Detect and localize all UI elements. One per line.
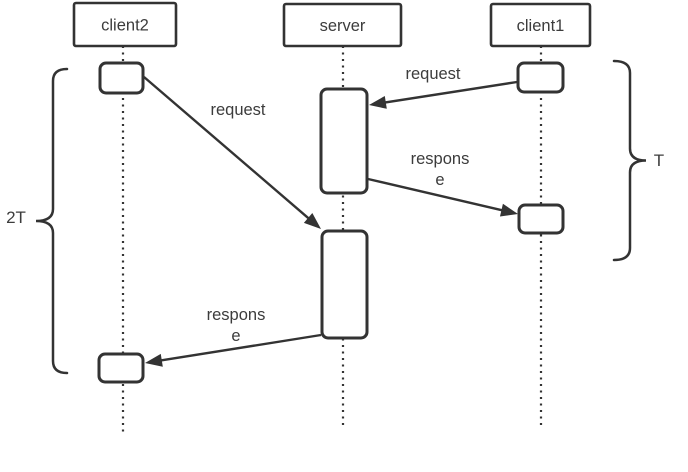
activation-box-client1 <box>516 61 565 94</box>
actor-box-client2 <box>72 1 178 48</box>
right-brace: T <box>612 59 664 262</box>
message-label-line: request <box>405 65 460 83</box>
actor-label-client2: client2 <box>101 17 149 35</box>
left-brace-path <box>35 67 69 375</box>
actor-label-client1: client1 <box>517 17 565 35</box>
message-line <box>376 80 518 105</box>
message-request-client2-to-server: request <box>143 76 321 229</box>
message-line <box>152 333 322 363</box>
message-label-line: respons <box>411 150 470 168</box>
actor-server: server <box>282 2 403 48</box>
message-label-line: e <box>231 327 240 345</box>
actor-client2: client2 <box>72 1 178 48</box>
actor-label-server: server <box>320 17 366 35</box>
actor-box-client1 <box>489 2 592 48</box>
activation-box-client1 <box>517 203 565 235</box>
activation-box-server <box>319 87 369 195</box>
message-request-client1-to-server: request <box>369 65 518 109</box>
activation-box-client2 <box>97 352 145 384</box>
message-line <box>143 76 316 225</box>
message-label-line: respons <box>207 306 266 324</box>
arrowhead-icon <box>145 353 163 367</box>
arrowhead-icon <box>303 212 321 229</box>
message-label: request <box>210 101 265 119</box>
actor-box-server <box>282 2 403 48</box>
right-brace-path <box>612 59 647 262</box>
message-response-server-to-client1: respons e <box>367 150 518 217</box>
activation-box-server <box>320 229 369 340</box>
message-label: request <box>405 65 460 83</box>
left-brace: 2T <box>6 67 69 375</box>
actor-client1: client1 <box>489 2 592 48</box>
arrowhead-icon <box>369 95 387 109</box>
message-line <box>367 177 511 214</box>
message-label: respons e <box>411 150 470 189</box>
message-label: respons e <box>207 306 266 345</box>
message-label-line: e <box>435 171 444 189</box>
activation-box-client2 <box>98 61 145 95</box>
left-brace-label: 2T <box>6 208 26 227</box>
message-response-server-to-client2: respons e <box>145 306 322 367</box>
right-brace-label: T <box>654 151 664 170</box>
arrowhead-icon <box>499 203 518 217</box>
message-label-line: request <box>210 101 265 119</box>
